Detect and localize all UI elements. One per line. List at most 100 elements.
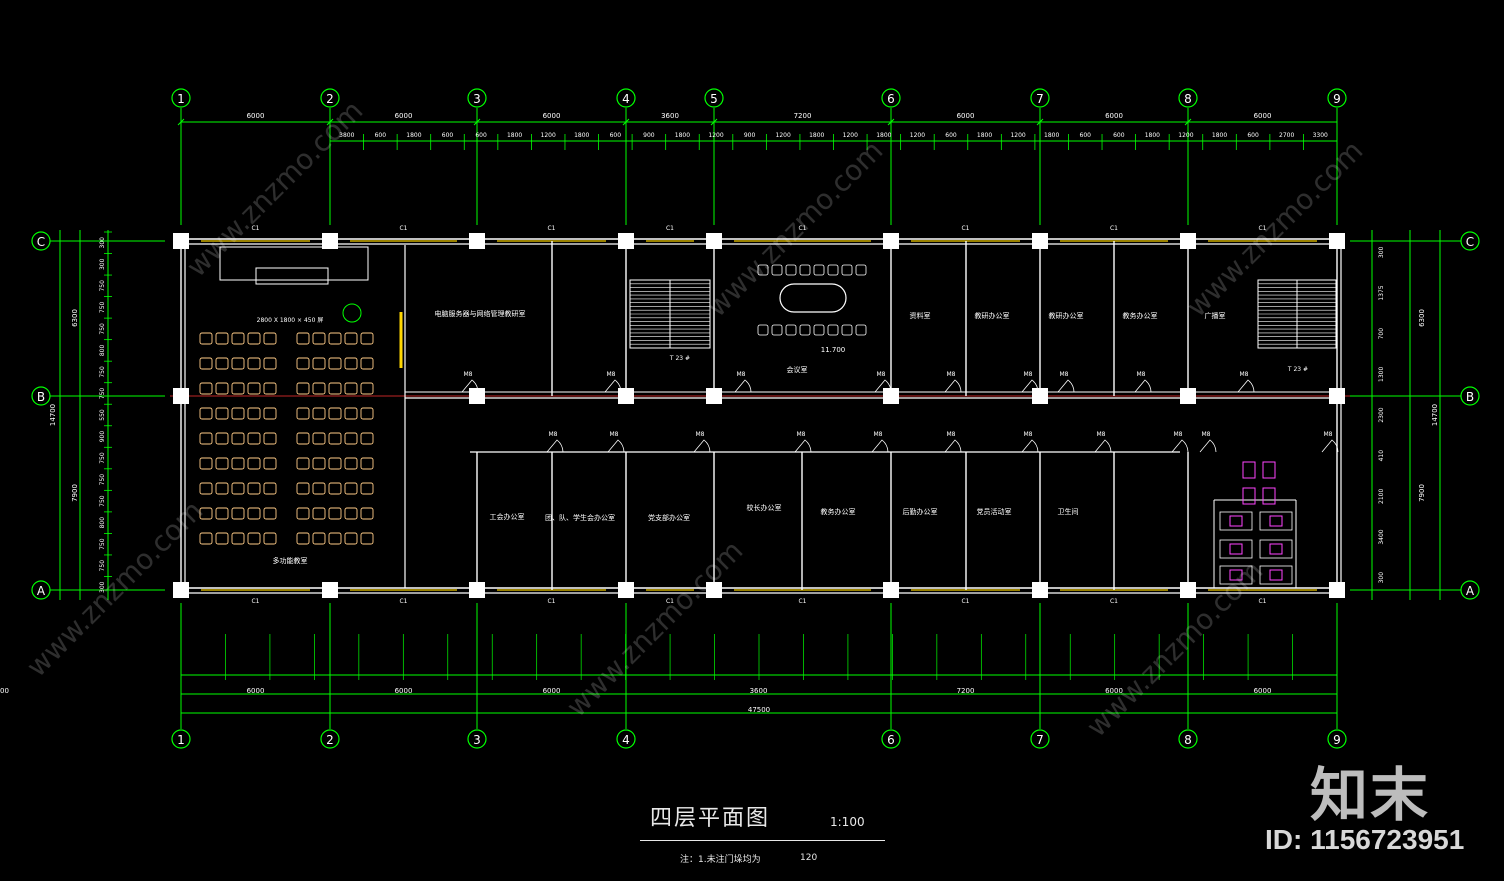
dim-text: 1200: [1010, 132, 1025, 139]
dim-text: 3600: [661, 112, 679, 120]
door-label: M8: [549, 431, 558, 438]
column: [706, 582, 722, 598]
door-swing: [794, 439, 812, 453]
room-label: 教务办公室: [821, 507, 856, 516]
chair: [855, 324, 867, 336]
dim-text: 6300: [1418, 309, 1426, 327]
seat: [312, 332, 326, 345]
seat: [199, 407, 213, 420]
window-label: C1: [547, 598, 555, 605]
seat: [247, 432, 261, 445]
column: [1329, 233, 1345, 249]
dim-text: 900: [643, 132, 655, 139]
dim-text: 1800: [675, 132, 690, 139]
door-label: M8: [737, 371, 746, 378]
window-label: C1: [666, 225, 674, 232]
seat: [263, 432, 277, 445]
seat: [215, 482, 229, 495]
toilet: [1229, 515, 1243, 527]
axis-label: 6: [887, 92, 895, 106]
seat: [360, 507, 374, 520]
dim-text: 550: [99, 409, 106, 421]
room-label: 教研办公室: [1049, 311, 1084, 320]
seat: [360, 457, 374, 470]
walls: [170, 238, 1350, 594]
toilet: [1269, 543, 1283, 555]
dim-text: 6000: [395, 687, 413, 695]
seat: [312, 357, 326, 370]
dim-text: 750: [99, 323, 106, 335]
chair: [757, 324, 769, 336]
seat: [199, 532, 213, 545]
dim-text: 600: [1080, 132, 1092, 139]
seat: [344, 532, 358, 545]
room-label: 广播室: [1205, 311, 1226, 320]
chair: [841, 264, 853, 276]
axis-label: B: [1466, 390, 1474, 404]
dim-text: 1800: [809, 132, 824, 139]
seat: [215, 407, 229, 420]
chair: [813, 324, 825, 336]
axis-label: 9: [1333, 92, 1341, 106]
dim-tick: [326, 118, 334, 126]
seat: [296, 482, 310, 495]
seat: [247, 382, 261, 395]
door-swing: [1237, 379, 1255, 393]
dim-text: 800: [99, 345, 106, 357]
toilet: [1242, 487, 1256, 505]
column: [618, 388, 634, 404]
seat: [344, 382, 358, 395]
projector-mark: [342, 303, 362, 323]
chair: [785, 324, 797, 336]
dim-text: 1200: [776, 132, 791, 139]
dim-text: 600: [375, 132, 387, 139]
seat: [231, 482, 245, 495]
stair-note: T 23 #: [669, 355, 690, 362]
axis-bubble: [467, 729, 487, 749]
column: [706, 233, 722, 249]
door-label: M8: [1060, 371, 1069, 378]
door-label: M8: [1202, 431, 1211, 438]
door-label: M8: [797, 431, 806, 438]
column: [618, 233, 634, 249]
axis-bubble: [171, 729, 191, 749]
dim-text: 600: [1247, 132, 1259, 139]
axis-label: 2: [326, 92, 334, 106]
column: [1329, 388, 1345, 404]
seat: [296, 457, 310, 470]
dim-tick: [473, 118, 481, 126]
seat: [247, 357, 261, 370]
window-label: C1: [1258, 598, 1266, 605]
dim-text: 6000: [543, 112, 561, 120]
column: [173, 388, 189, 404]
door-label: M8: [877, 371, 886, 378]
lectern: [255, 267, 329, 285]
seat: [296, 532, 310, 545]
dim-text: 6000: [1105, 112, 1123, 120]
seat: [199, 357, 213, 370]
column: [1180, 233, 1196, 249]
seat: [215, 532, 229, 545]
axis-bubble: [704, 88, 724, 108]
seat: [215, 507, 229, 520]
dim-text: 750: [99, 538, 106, 550]
axis-label: 1: [177, 733, 185, 747]
dim-text: 6000: [957, 112, 975, 120]
drawing-scale: 1:100: [830, 815, 865, 829]
dim-text: 300: [99, 581, 106, 593]
chair: [827, 264, 839, 276]
dim-text: 6000: [247, 687, 265, 695]
window-label: C1: [1110, 598, 1118, 605]
seat: [312, 407, 326, 420]
dim-text: 6000: [0, 687, 9, 695]
seat: [263, 357, 277, 370]
dim-text: 2700: [1279, 132, 1294, 139]
dim-text: 1800: [507, 132, 522, 139]
seat: [296, 357, 310, 370]
seat: [344, 407, 358, 420]
seat: [296, 382, 310, 395]
chair: [841, 324, 853, 336]
seat: [215, 432, 229, 445]
